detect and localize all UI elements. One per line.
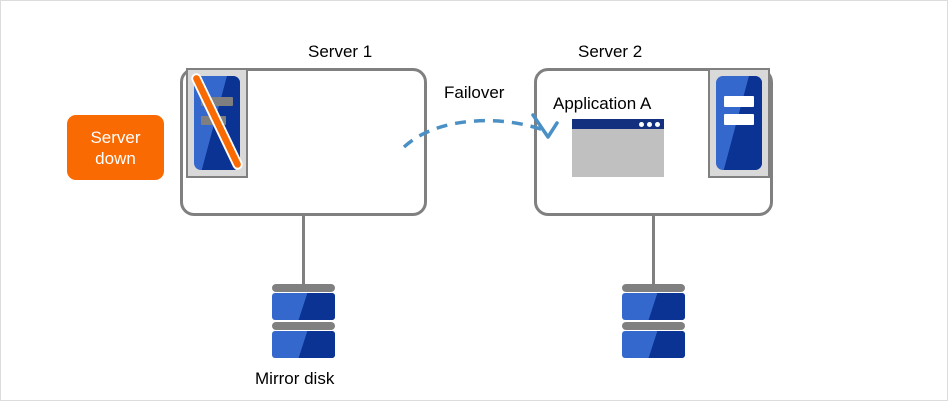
disk-platter-shading <box>622 331 685 358</box>
disk-platter <box>622 331 685 358</box>
status-badge-line1: Server <box>90 127 141 147</box>
server2-title: Server 2 <box>578 42 643 61</box>
disk-platter-shading <box>272 293 335 320</box>
mirror-disk-label: Mirror disk <box>255 369 335 388</box>
server-tower-bar-bottom <box>723 113 755 125</box>
status-badge: Server down <box>67 115 164 180</box>
failover-label: Failover <box>444 83 505 102</box>
application-label: Application A <box>553 94 652 113</box>
server-tower-icon <box>708 68 770 178</box>
disk-bar <box>272 284 335 292</box>
status-badge-line2: down <box>95 148 136 168</box>
disk-bar <box>622 322 685 330</box>
failover-arrow-icon <box>402 113 559 149</box>
mirror-disk-icon-left <box>272 284 335 362</box>
application-window-dot <box>655 121 660 127</box>
server-down-slash-icon <box>191 73 243 170</box>
disk-platter <box>622 293 685 320</box>
disk-bar <box>622 284 685 292</box>
application-window-icon <box>572 119 664 177</box>
application-window-dot <box>647 121 652 127</box>
server2-disk-connector <box>652 216 655 286</box>
disk-platter <box>272 293 335 320</box>
application-window-dot <box>639 121 644 127</box>
server1-title: Server 1 <box>308 42 373 61</box>
server-tower-down-icon <box>186 68 248 178</box>
server-tower-bar-top <box>201 96 233 106</box>
disk-platter <box>272 331 335 358</box>
application-window-titlebar <box>572 119 664 129</box>
disk-platter-shading <box>272 331 335 358</box>
server-tower-body <box>716 76 762 170</box>
mirror-disk-icon-right <box>622 284 685 362</box>
disk-platter-shading <box>622 293 685 320</box>
disk-bar <box>272 322 335 330</box>
server-tower-bar-top <box>723 95 755 107</box>
server1-disk-connector <box>302 216 305 286</box>
